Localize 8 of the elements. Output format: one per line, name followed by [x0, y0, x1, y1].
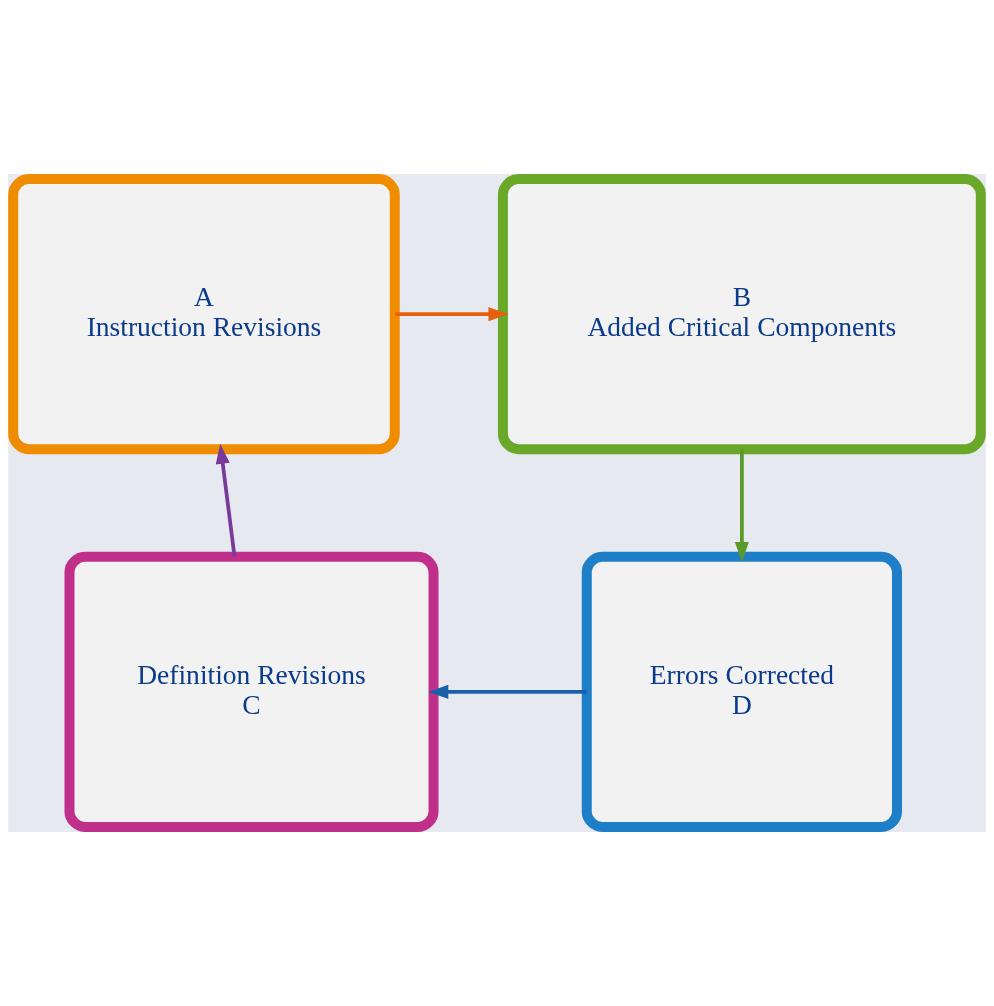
arrow	[215, 443, 237, 557]
arrow	[734, 449, 749, 563]
node-box: Errors Corrected D	[581, 551, 902, 832]
node-box: B Added Critical Components	[497, 174, 986, 455]
node-box: A Instruction Revisions	[8, 174, 400, 455]
arrow	[428, 684, 587, 699]
node-box: Definition Revisions C	[64, 551, 439, 832]
arrow	[395, 307, 509, 322]
